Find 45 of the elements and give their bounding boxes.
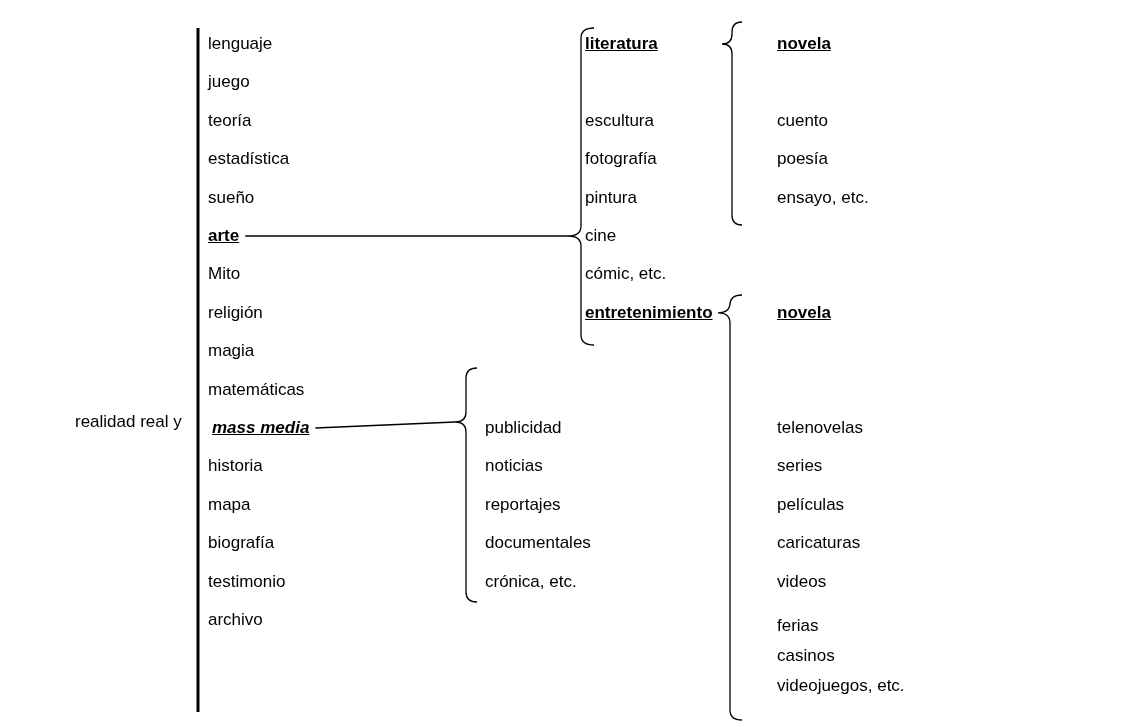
term-label: telenovelas (777, 418, 863, 438)
term-label: sueño (208, 187, 255, 208)
term-label: videos (777, 571, 827, 592)
term-label: reportajes (485, 494, 561, 515)
term-label: cuento (777, 110, 829, 131)
curly-brace (454, 367, 478, 603)
term-label: escultura (585, 110, 654, 131)
term-label: Mito (208, 264, 241, 285)
term-label: biografía (208, 533, 275, 554)
term-label: religión (208, 302, 263, 323)
term-label: testimonio (208, 571, 286, 592)
term-label: mass media (212, 418, 310, 438)
term-label: estadística (208, 149, 290, 170)
term-label: series (777, 456, 823, 477)
term-label: casinos (777, 646, 835, 666)
term-label: teoría (208, 110, 252, 131)
term-label: películas (777, 494, 845, 515)
term-label: juego (208, 72, 250, 93)
term-label: arte (208, 226, 240, 246)
term-label: mapa (208, 494, 251, 515)
heading-label: literatura (585, 34, 658, 54)
term-label: crónica, etc. (485, 571, 577, 592)
term-label: noticias (485, 456, 543, 477)
heading-label: novela (777, 34, 831, 54)
connector-line (314, 421, 456, 429)
term-label: publicidad (485, 418, 562, 438)
term-label: realidad real y (75, 412, 182, 432)
term-label: archivo (208, 610, 263, 630)
heading-label: novela (777, 302, 831, 323)
term-label: cómic, etc. (585, 264, 667, 285)
term-label: ensayo, etc. (777, 187, 869, 208)
term-label: pintura (585, 187, 637, 208)
term-label: caricaturas (777, 533, 861, 554)
term-label: videojuegos, etc. (777, 676, 905, 696)
term-label: documentales (485, 533, 591, 554)
heading-label: entretenimiento (585, 302, 713, 323)
term-label: cine (585, 226, 617, 246)
term-label: ferias (777, 616, 819, 636)
term-label: lenguaje (208, 34, 273, 54)
term-label: poesía (777, 149, 829, 170)
term-label: matemáticas (208, 379, 305, 400)
term-label: historia (208, 456, 263, 477)
term-label: fotografía (585, 149, 657, 170)
connector-line (244, 235, 569, 237)
term-label: magia (208, 341, 255, 362)
